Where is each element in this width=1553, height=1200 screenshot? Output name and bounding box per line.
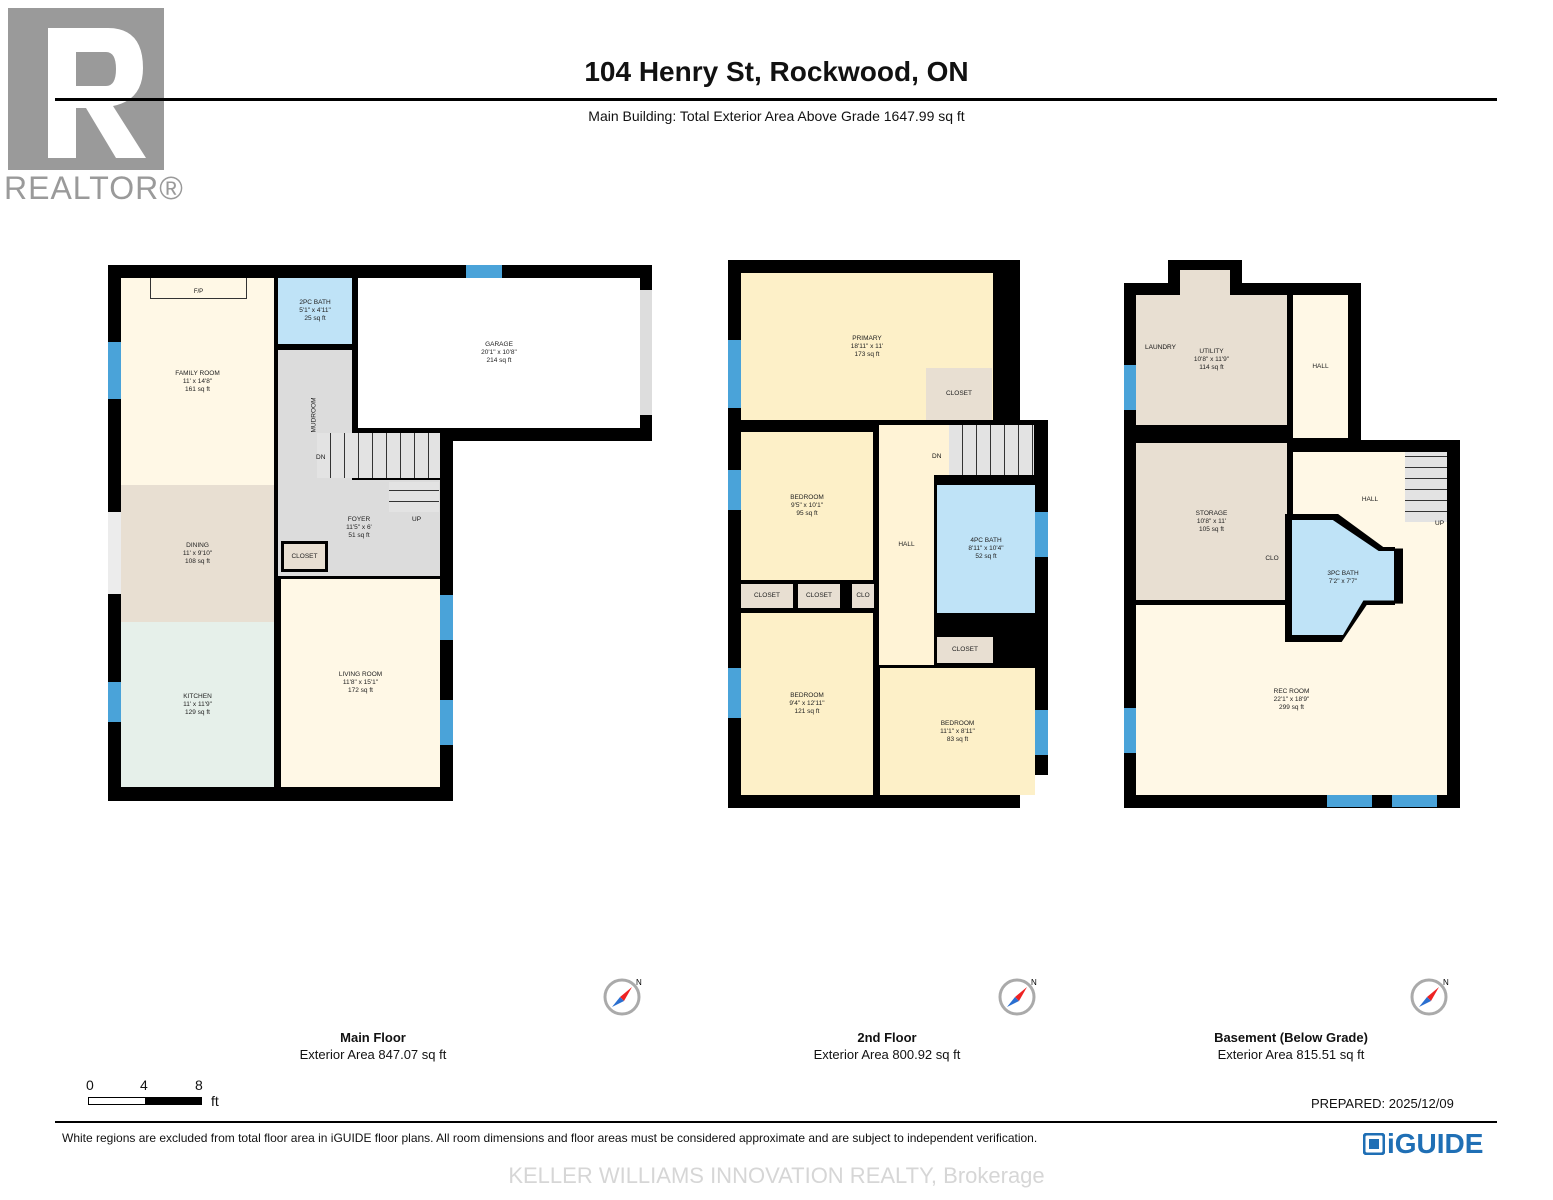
room-closet: CLOSET bbox=[937, 637, 993, 663]
patio-door bbox=[108, 512, 121, 594]
room-closet: CLOSET bbox=[926, 368, 992, 420]
iguide-logo-icon bbox=[1363, 1133, 1385, 1155]
stairs-up-label: UP bbox=[412, 516, 422, 523]
stairs-down-label: DN bbox=[316, 454, 326, 461]
window bbox=[728, 470, 741, 510]
room-closet: CLOSET bbox=[798, 584, 840, 608]
room-closet: CLOSET bbox=[281, 541, 328, 572]
stairs-up-label: UP bbox=[1435, 520, 1445, 527]
room-hall: HALL bbox=[1293, 295, 1348, 438]
stairs-down bbox=[949, 425, 1034, 475]
window bbox=[728, 668, 741, 718]
iguide-logo: iGUIDE bbox=[1363, 1128, 1483, 1160]
fireplace: F/P bbox=[150, 278, 247, 299]
window bbox=[1327, 795, 1372, 807]
prepared-date: PREPARED: 2025/12/09 bbox=[1311, 1096, 1454, 1111]
window bbox=[728, 340, 741, 408]
window bbox=[108, 682, 121, 722]
window bbox=[1124, 708, 1136, 753]
window bbox=[466, 265, 502, 278]
realtor-r-icon bbox=[48, 28, 146, 158]
window bbox=[440, 595, 453, 640]
room-clo: CLO bbox=[852, 584, 874, 608]
hall-landing bbox=[934, 425, 949, 475]
scale-bar-graphic bbox=[88, 1097, 202, 1105]
watermark: KELLER WILLIAMS INNOVATION REALTY, Broke… bbox=[508, 1163, 1045, 1188]
svg-text:N: N bbox=[636, 978, 642, 987]
svg-text:N: N bbox=[1031, 978, 1037, 987]
compass-north-icon: N bbox=[998, 978, 1037, 1016]
scale-tick: 4 bbox=[140, 1077, 148, 1093]
compass-north-icon: N bbox=[1410, 978, 1449, 1016]
page-title: 104 Henry St, Rockwood, ON bbox=[584, 56, 969, 87]
subtitle: Main Building: Total Exterior Area Above… bbox=[588, 108, 965, 124]
disclaimer: White regions are excluded from total fl… bbox=[62, 1131, 1038, 1145]
realtor-logo-text: REALTOR® bbox=[4, 170, 184, 206]
svg-text:N: N bbox=[1443, 978, 1449, 987]
title-divider bbox=[55, 98, 1497, 101]
window bbox=[1124, 365, 1136, 410]
stairs-down bbox=[317, 433, 440, 478]
window bbox=[108, 342, 121, 399]
window bbox=[440, 700, 453, 745]
scale-tick: 8 bbox=[195, 1077, 203, 1093]
window bbox=[1035, 512, 1048, 557]
iguide-brand-text: iGUIDE bbox=[1387, 1128, 1484, 1159]
stairs-up bbox=[1405, 452, 1447, 522]
window bbox=[1035, 710, 1048, 755]
garage-door bbox=[640, 290, 652, 415]
laundry-label: LAUNDRY bbox=[1145, 344, 1176, 351]
scale-unit: ft bbox=[211, 1093, 219, 1109]
stairs-up bbox=[389, 482, 439, 512]
rec-room-passage bbox=[1395, 545, 1447, 615]
room-hall: HALL bbox=[879, 425, 934, 665]
room-clo: CLO bbox=[1257, 518, 1287, 600]
basement-label: Basement (Below Grade)Exterior Area 815.… bbox=[1214, 1030, 1368, 1062]
realtor-logo bbox=[8, 8, 164, 170]
room-closet: CLOSET bbox=[741, 584, 793, 608]
stairs-down-label: DN bbox=[932, 453, 942, 460]
scale-tick: 0 bbox=[86, 1077, 94, 1093]
window bbox=[1392, 795, 1437, 807]
compass-north-icon: N bbox=[603, 978, 642, 1016]
footer-divider bbox=[55, 1121, 1497, 1123]
